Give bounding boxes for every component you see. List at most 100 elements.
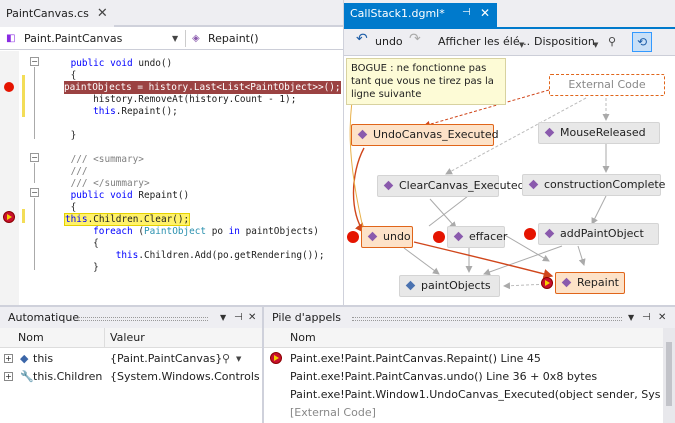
sync-icon[interactable]: ⟲ [632,32,652,52]
drag-handle[interactable] [78,317,208,321]
wrench-icon: 🔧 [20,370,34,383]
method-icon [453,231,464,242]
list-item[interactable]: Paint.exe!Paint.PaintCanvas.Repaint() Li… [290,352,541,365]
breakpoint-icon[interactable] [433,231,445,243]
method-icon [528,179,539,190]
node-mousereleased[interactable]: MouseReleased [538,122,660,144]
node-effacer[interactable]: effacer [447,226,507,248]
vertical-scrollbar[interactable] [663,328,675,423]
undo-button[interactable]: undo [375,35,403,48]
node-label: ClearCanvas_Executed [399,179,525,192]
splitter[interactable] [343,0,344,305]
collapse-icon[interactable]: − [30,153,39,162]
expand-icon[interactable]: + [4,354,13,363]
column-header-value[interactable]: Valeur [110,331,145,344]
list-item[interactable]: [External Code] [290,406,376,419]
chevron-down-icon[interactable]: ▼ [628,313,635,322]
table-row[interactable]: + ◆ this {Paint.PaintCanvas} ⚲ ▼ [0,350,262,368]
breakpoint-gutter[interactable] [0,51,19,305]
code-line[interactable]: { [48,70,77,81]
node-clearcanvas-executed[interactable]: ClearCanvas_Executed [377,175,525,197]
magnifier-icon[interactable]: ⚲ [222,352,231,365]
breakpoint-icon[interactable] [524,228,536,240]
chevron-down-icon[interactable]: ▼ [172,34,179,43]
drag-handle[interactable] [352,317,622,321]
chevron-down-icon[interactable]: ▼ [519,41,525,49]
comment-note[interactable]: BOGUE : ne fonctionne pas tant que vous … [346,58,506,105]
column-header-row: Nom [264,328,663,348]
close-icon[interactable]: ✕ [96,6,108,21]
row-value: {Paint.PaintCanvas} [110,352,223,365]
panel-header: Automatique ▼ ⊣ ✕ [0,307,262,328]
class-selector[interactable]: Paint.PaintCanvas [24,32,123,45]
node-undocanvas-executed[interactable]: UndoCanvas_Executed [351,124,499,146]
diagram-toolbar: ↶ undo ↷ Afficher les élé... ▼ Dispositi… [344,29,675,56]
close-icon[interactable]: ✕ [480,6,491,20]
pin-icon[interactable]: ⊣ [642,312,651,323]
node-repaint[interactable]: Repaint [555,272,625,294]
redo-icon[interactable]: ↷ [409,31,421,47]
close-icon[interactable]: ✕ [658,312,667,323]
code-line[interactable]: paintObjects = history.Last<List<PaintOb… [64,81,341,94]
code-line[interactable]: public void undo() [70,58,173,69]
member-selector[interactable]: Repaint() [208,32,259,45]
code-line[interactable]: { [48,202,77,213]
list-item[interactable]: Paint.exe!Paint.Window1.UndoCanvas_Execu… [290,388,660,401]
breakpoint-icon[interactable] [347,231,359,243]
method-icon [367,231,378,242]
chevron-down-icon[interactable]: ▼ [236,355,242,363]
code-line[interactable]: this.Children.Add(po.getRendering()); [115,250,325,261]
diagram-canvas[interactable]: BOGUE : ne fonctionne pas tant que vous … [344,56,675,305]
chevron-down-icon[interactable]: ▼ [220,313,227,322]
chevron-down-icon[interactable]: ▼ [593,41,599,49]
fold-line [34,67,35,139]
tab-callstack-dgml[interactable]: CallStack1.dgml* ⊣ ✕ [344,3,497,27]
breakpoint-icon[interactable] [4,82,14,92]
pin-icon[interactable]: ⊣ [234,312,243,323]
change-marker [22,209,25,223]
class-icon: ◧ [6,33,16,44]
current-frame-icon [270,352,282,364]
column-header-name[interactable]: Nom [290,331,316,344]
object-icon: ◆ [20,352,29,365]
table-row[interactable]: + 🔧 this.Children {System.Windows.Contro… [0,368,262,386]
show-related-button[interactable]: Afficher les élé... [438,35,531,48]
code-line[interactable]: this.Children.Clear(); [64,213,191,226]
collapse-icon[interactable]: − [30,57,39,66]
code-line[interactable]: this.Repaint(); [93,106,178,117]
code-line[interactable]: /// [48,166,88,177]
undo-icon[interactable]: ↶ [356,31,368,47]
code-line[interactable]: /// </summary> [48,178,150,189]
close-icon[interactable]: ✕ [248,312,257,323]
collapse-icon[interactable]: − [30,188,39,197]
code-line[interactable]: /// <summary> [48,154,144,165]
splitter[interactable] [0,305,675,307]
list-item[interactable]: Paint.exe!Paint.PaintCanvas.undo() Line … [290,370,598,383]
layout-button[interactable]: Disposition [534,35,595,48]
code-line[interactable]: foreach (PaintObject po in paintObjects) [93,226,319,237]
code-line[interactable]: history.RemoveAt(history.Count - 1); [48,94,297,105]
filter-icon[interactable]: ⚲ [608,35,617,48]
code-line[interactable]: } [48,130,77,141]
pin-icon[interactable]: ⊣ [462,7,471,18]
splitter[interactable] [262,307,264,423]
dgml-diagram-window: CallStack1.dgml* ⊣ ✕ ↶ undo ↷ Afficher l… [344,0,675,305]
code-line[interactable]: public void Repaint() [70,190,190,201]
code-line[interactable]: } [48,262,99,273]
column-header-name[interactable]: Nom [18,331,44,344]
node-addpaintobject[interactable]: addPaintObject [538,223,659,245]
node-label: MouseReleased [560,126,646,139]
node-label: UndoCanvas_Executed [373,128,499,141]
node-undo[interactable]: undo [361,226,413,248]
current-statement-icon [3,211,15,223]
divider [185,30,186,47]
autos-panel: Automatique ▼ ⊣ ✕ Nom Valeur + ◆ this {P… [0,307,262,423]
code-area[interactable]: − − − public void undo() {paintObjects =… [0,51,343,305]
node-external-code[interactable]: External Code [549,74,665,96]
node-paintobjects[interactable]: paintObjects [399,275,500,297]
expand-icon[interactable]: + [4,372,13,381]
code-line[interactable]: { [48,238,99,249]
scrollbar-thumb[interactable] [666,342,672,406]
tab-paintcanvas[interactable]: PaintCanvas.cs✕ [0,3,114,27]
node-constructioncomplete[interactable]: constructionComplete [522,174,665,196]
